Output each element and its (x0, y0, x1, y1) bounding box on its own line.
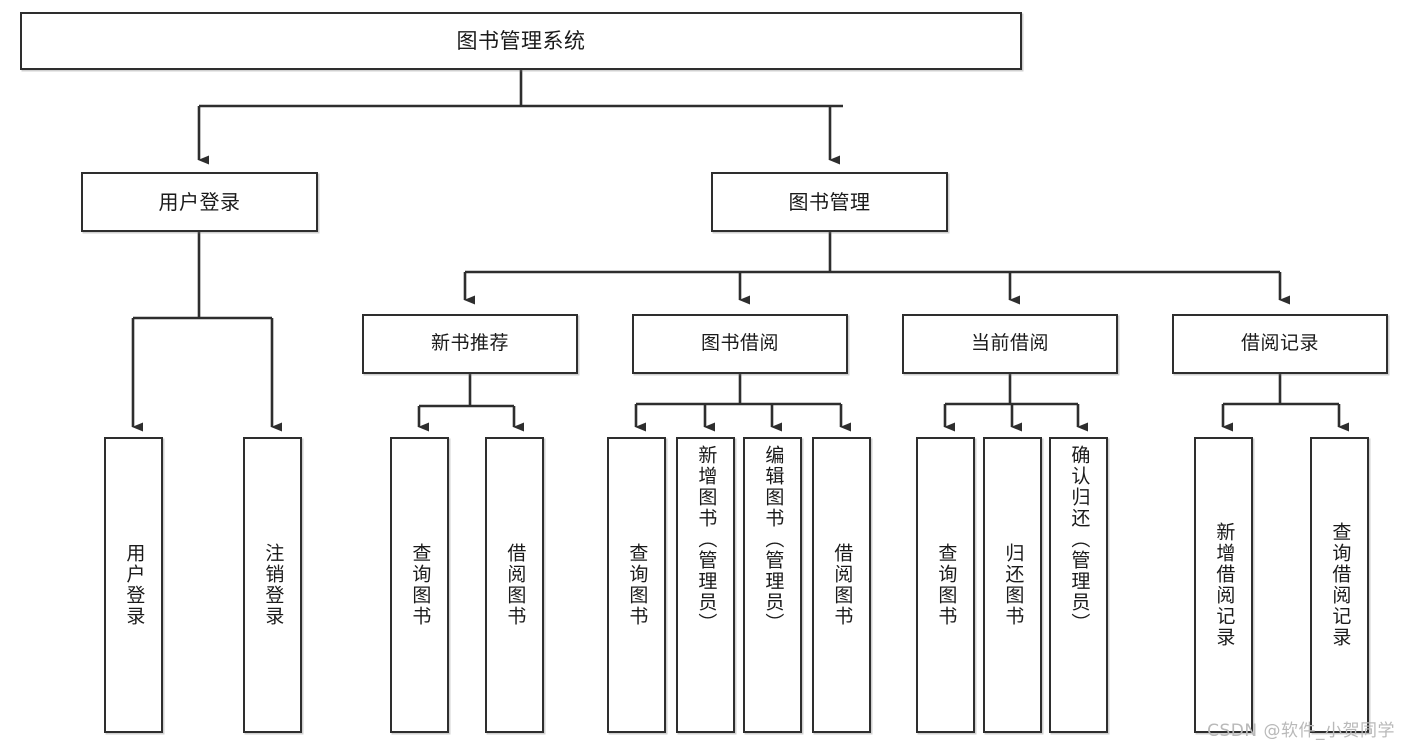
node-new-book-recommend[interactable]: 新书推荐 (362, 314, 578, 374)
leaf-book-borrow-query-label: 查询图书 (626, 543, 649, 627)
leaf-book-borrow-add[interactable]: 新增图书（管理员） (676, 437, 735, 733)
leaf-borrow-record-add[interactable]: 新增借阅记录 (1194, 437, 1253, 733)
leaf-new-book-borrow-label: 借阅图书 (504, 543, 527, 627)
node-root-system-label: 图书管理系统 (456, 28, 586, 53)
node-book-management[interactable]: 图书管理 (711, 172, 948, 232)
leaf-current-borrow-query[interactable]: 查询图书 (916, 437, 975, 733)
node-current-borrow-label: 当前借阅 (970, 332, 1049, 355)
leaf-book-borrow-borrow-label: 借阅图书 (831, 543, 854, 627)
node-root-system[interactable]: 图书管理系统 (20, 12, 1022, 70)
node-book-borrow[interactable]: 图书借阅 (632, 314, 848, 374)
leaf-user-login-login-label: 用户登录 (123, 543, 146, 627)
leaf-current-borrow-return[interactable]: 归还图书 (983, 437, 1042, 733)
leaf-book-borrow-edit-label: 编辑图书（管理员） (762, 445, 785, 634)
leaf-user-login-logout[interactable]: 注销登录 (243, 437, 302, 733)
node-borrow-record-label: 借阅记录 (1240, 332, 1319, 355)
node-current-borrow[interactable]: 当前借阅 (902, 314, 1118, 374)
leaf-user-login-login[interactable]: 用户登录 (104, 437, 163, 733)
leaf-new-book-query-label: 查询图书 (409, 543, 432, 627)
leaf-borrow-record-add-label: 新增借阅记录 (1213, 522, 1236, 648)
leaf-current-borrow-confirm-return-label: 确认归还（管理员） (1068, 445, 1091, 634)
leaf-book-borrow-add-label: 新增图书（管理员） (695, 445, 718, 634)
node-user-login[interactable]: 用户登录 (81, 172, 318, 232)
leaf-new-book-query[interactable]: 查询图书 (390, 437, 449, 733)
leaf-current-borrow-confirm-return[interactable]: 确认归还（管理员） (1049, 437, 1108, 733)
node-new-book-recommend-label: 新书推荐 (430, 332, 509, 355)
node-book-management-label: 图书管理 (788, 189, 871, 214)
node-borrow-record[interactable]: 借阅记录 (1172, 314, 1388, 374)
leaf-new-book-borrow[interactable]: 借阅图书 (485, 437, 544, 733)
leaf-borrow-record-query[interactable]: 查询借阅记录 (1310, 437, 1369, 733)
leaf-book-borrow-borrow[interactable]: 借阅图书 (812, 437, 871, 733)
leaf-current-borrow-query-label: 查询图书 (935, 543, 958, 627)
node-user-login-label: 用户登录 (158, 189, 241, 214)
leaf-current-borrow-return-label: 归还图书 (1002, 543, 1025, 627)
csdn-watermark: CSDN @软件_小贺同学 (1207, 721, 1395, 741)
leaf-book-borrow-edit[interactable]: 编辑图书（管理员） (743, 437, 802, 733)
node-book-borrow-label: 图书借阅 (700, 332, 779, 355)
leaf-borrow-record-query-label: 查询借阅记录 (1329, 522, 1352, 648)
leaf-book-borrow-query[interactable]: 查询图书 (607, 437, 666, 733)
leaf-user-login-logout-label: 注销登录 (262, 543, 285, 627)
